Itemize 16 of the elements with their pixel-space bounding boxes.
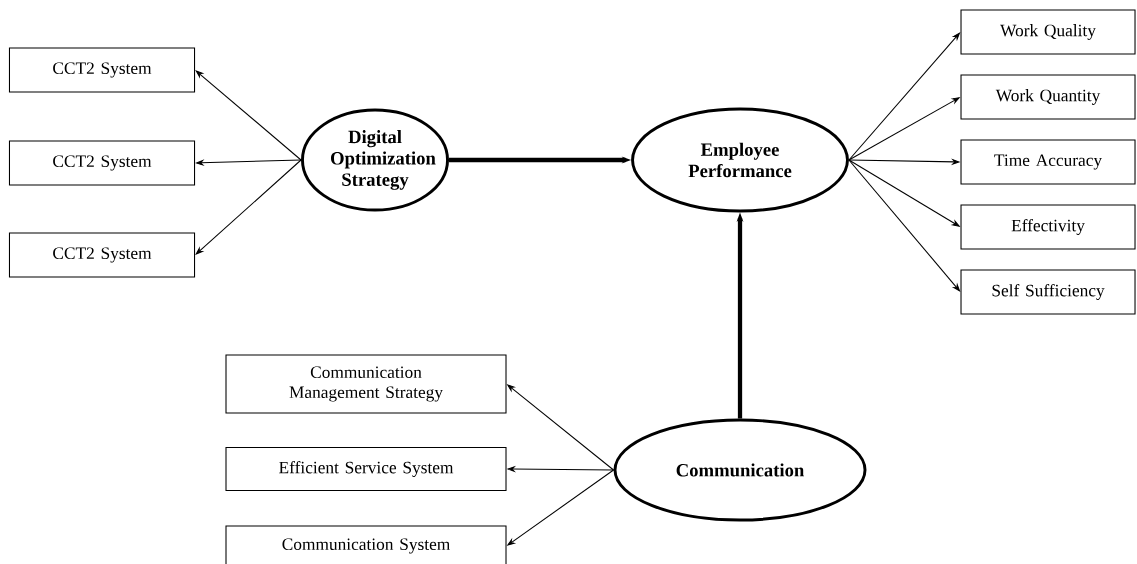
arrow [195,70,302,161]
ellipse-node: Communication [613,418,867,522]
indicator-box: Communication System [225,525,507,564]
indicator-box: Work Quality [960,9,1136,55]
indicator-box: Efficient Service System [225,447,507,491]
indicator-box: Time Accuracy [960,139,1136,185]
indicator-box: CCT2 System [8,47,196,93]
indicator-box: Communication Management Strategy [225,354,507,414]
indicator-box: CCT2 System [8,232,196,278]
indicator-box: Self Sufficiency [960,269,1136,315]
ellipse-node: Employee Performance [631,107,849,213]
arrow [195,159,302,255]
ellipse-node: Digital Optimization Strategy [301,108,449,212]
indicator-box: Effectivity [960,204,1136,250]
indicator-box: Work Quantity [960,74,1136,120]
indicator-box: CCT2 System [8,140,196,186]
